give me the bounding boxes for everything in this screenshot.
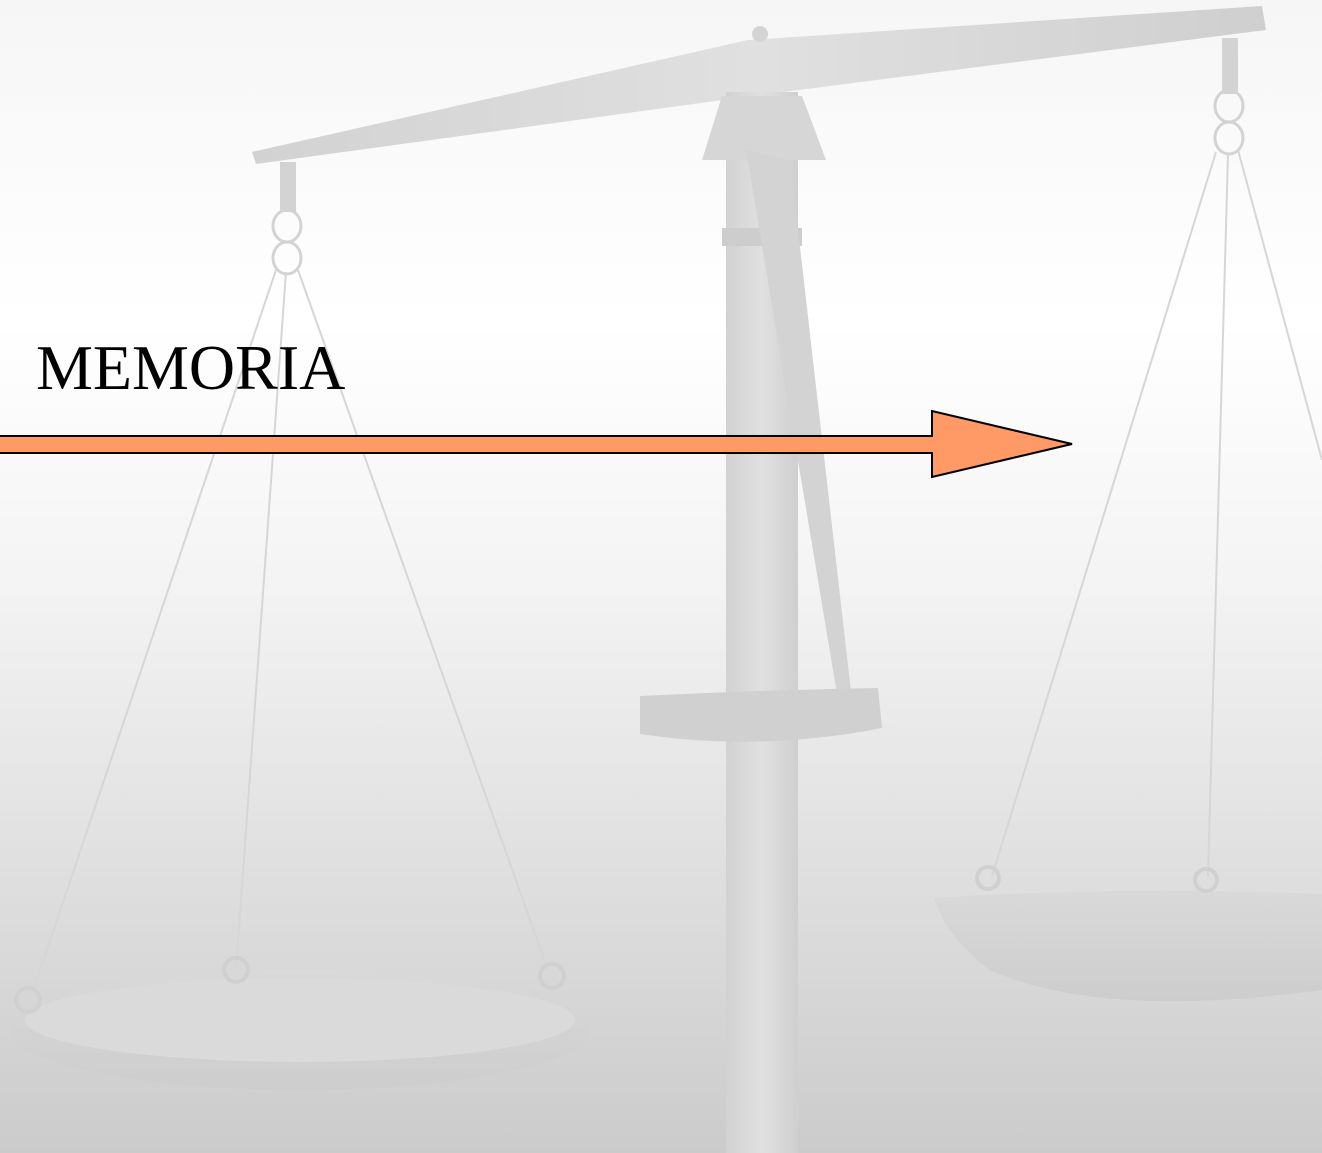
slide-label: MEMORIA (36, 336, 345, 400)
right-pan (934, 867, 1322, 1001)
right-pan-strings (992, 150, 1322, 876)
left-hanger (273, 162, 301, 274)
scale-post (640, 92, 882, 1153)
left-pan (10, 958, 590, 1090)
right-arrow-icon (0, 405, 1080, 485)
right-hanger (1215, 38, 1243, 154)
